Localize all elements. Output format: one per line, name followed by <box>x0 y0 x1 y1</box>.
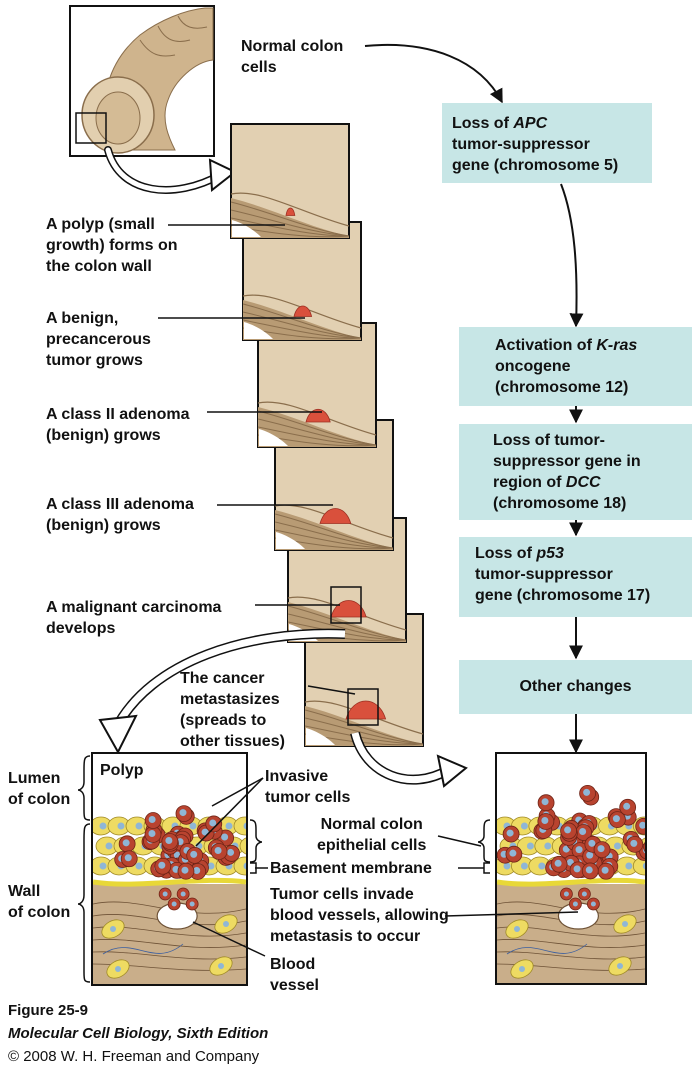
arrow-apc-to-kras <box>560 183 584 328</box>
label-basement-membrane: Basement membrane <box>270 860 432 877</box>
box-activation-kras: Activation of K-ras oncogene (chromosome… <box>459 327 692 406</box>
stage-panel-2 <box>242 221 362 341</box>
zoom-arrow-left <box>98 628 346 755</box>
box-loss-p53: Loss of p53 tumor-suppressor gene (chrom… <box>459 537 692 617</box>
tissue-leaders <box>192 777 579 957</box>
stage-panel-3 <box>257 322 377 448</box>
tissue-panel-left <box>93 754 246 984</box>
caption-figure-number: Figure 25-9 <box>8 1002 89 1019</box>
stage-panels <box>230 123 424 747</box>
stage-panel-1 <box>230 123 350 239</box>
zoom-arrow-right <box>350 731 468 788</box>
caption-copyright: © 2008 W. H. Freeman and Company <box>8 1048 260 1065</box>
arrow-normal-to-apc <box>364 44 503 104</box>
label-polyp: Polyp <box>100 762 144 779</box>
tissue-panel-right <box>497 754 645 983</box>
label-stage-class-iii: A class III adenoma(benign) grows <box>46 496 194 534</box>
thumbnail-zoom-box <box>75 112 107 144</box>
label-stage-class-ii: A class II adenoma(benign) grows <box>46 406 190 444</box>
caption-book-title: Molecular Cell Biology, Sixth Edition <box>8 1025 269 1042</box>
colon-thumbnail <box>69 5 215 157</box>
box-other-changes: Other changes <box>459 660 692 714</box>
stage-leaders <box>158 224 356 695</box>
box-loss-apc: Loss of APC tumor-suppressor gene (chrom… <box>442 103 652 183</box>
box-loss-dcc: Loss of tumor- suppressor gene in region… <box>459 424 692 520</box>
